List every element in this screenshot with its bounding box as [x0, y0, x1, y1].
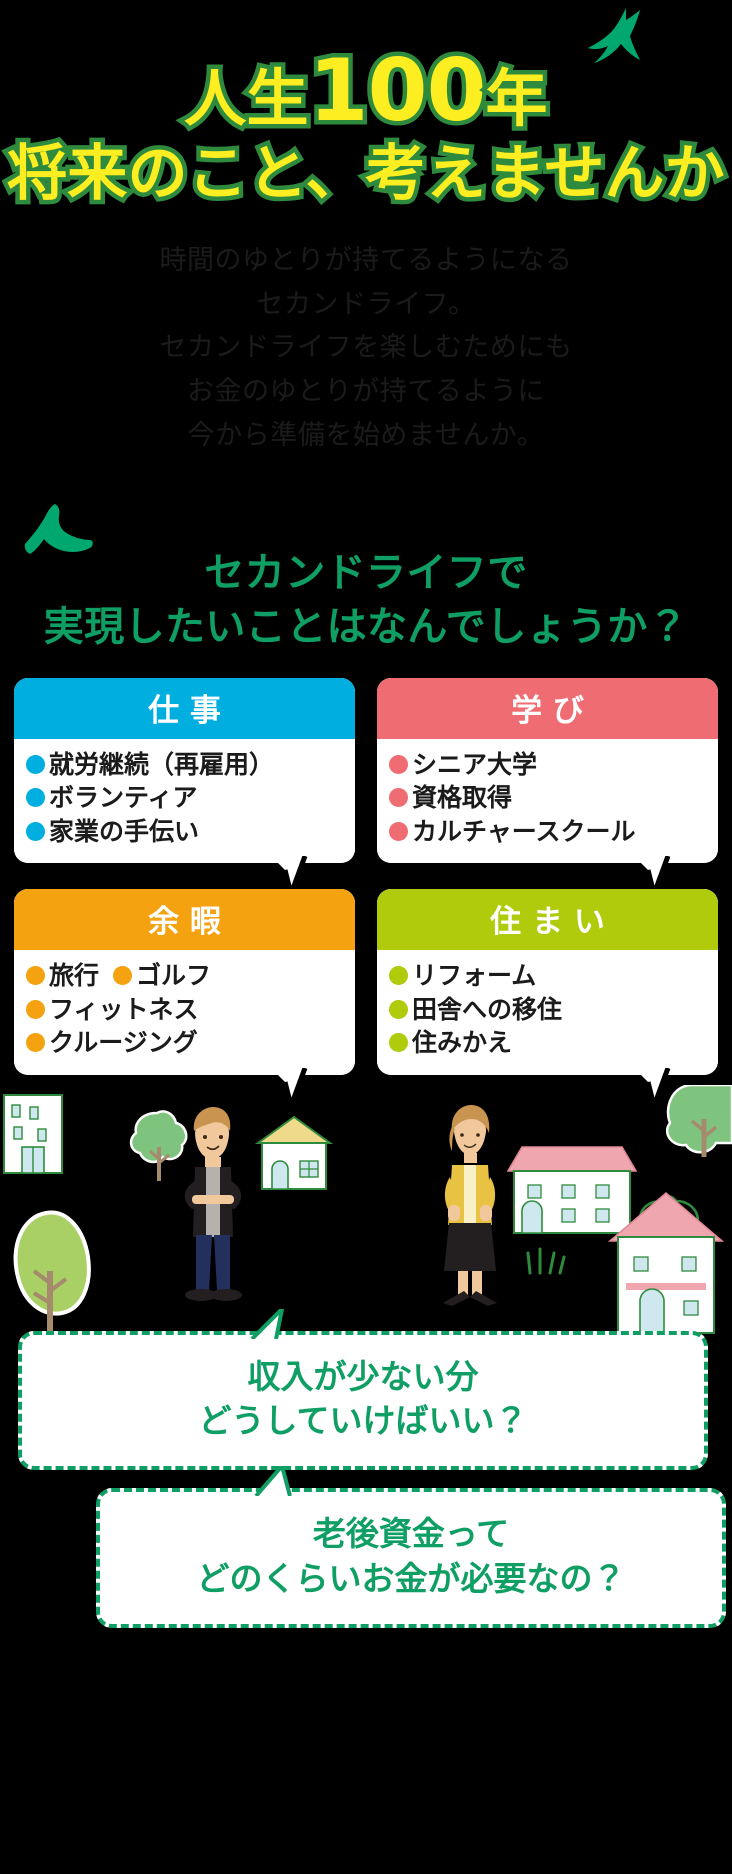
- bullet-dot-icon: [26, 1033, 45, 1053]
- list-item: 旅行 ゴルフ: [26, 960, 347, 992]
- hero-title-line2: 将来のこと、考えませんか: [3, 138, 730, 209]
- category-card-housing[interactable]: 住まい リフォーム 田舎への移住 住みかえ: [377, 889, 718, 1106]
- bubble-line: 収入が少ない分: [247, 1356, 479, 1396]
- bullet-dot-icon: [26, 999, 45, 1019]
- green-question-section: セカンドライフで 実現したいことはなんでしょうか？: [0, 498, 732, 654]
- category-card-work[interactable]: 仕事 就労継続（再雇用） ボランティア 家業の手伝い: [14, 677, 355, 895]
- list-item-label: 家業の手伝い: [49, 816, 200, 846]
- lead-paragraph: 時間のゆとりが持てるようになる セカンドライフ。 セカンドライフを楽しむためにも…: [46, 239, 686, 458]
- grass-icon: [526, 1247, 566, 1275]
- bullet-dot-icon: [113, 966, 133, 986]
- bubble-line: どうしていけばいい？: [198, 1401, 528, 1441]
- lead-line: セカンドライフを楽しむためにも: [159, 332, 573, 364]
- city-scene-illustration: [0, 1084, 732, 1335]
- card-list-work: 就労継続（再雇用） ボランティア 家業の手伝い: [26, 749, 347, 848]
- bullet-dot-icon: [26, 788, 45, 808]
- card-header-housing: 住まい: [377, 889, 718, 951]
- list-item: シニア大学: [389, 749, 710, 781]
- tree-icon: [13, 1210, 91, 1335]
- green-question-text: セカンドライフで 実現したいことはなんでしょうか？: [0, 498, 732, 654]
- list-item: カルチャースクール: [389, 816, 710, 848]
- bullet-dot-icon: [389, 966, 408, 986]
- tree-icon: [129, 1109, 188, 1181]
- category-card-learning[interactable]: 学び シニア大学 資格取得 カルチャースクール: [377, 677, 718, 895]
- list-item-label: 住みかえ: [412, 1028, 513, 1058]
- hero-title-line1: 人生100年: [180, 41, 552, 141]
- category-card-grid: 仕事 就労継続（再雇用） ボランティア 家業の手伝い 学び: [0, 677, 732, 1106]
- list-item-label: 資格取得: [412, 783, 513, 813]
- list-item: 家業の手伝い: [26, 816, 347, 848]
- speech-tail-icon: [254, 1466, 292, 1497]
- list-item: 田舎への移住: [389, 994, 710, 1026]
- card-header-learning: 学び: [377, 677, 718, 739]
- lead-line: 今から準備を始めませんか。: [187, 419, 545, 451]
- card-list-learning: シニア大学 資格取得 カルチャースクール: [389, 749, 710, 848]
- list-item-label: 就労継続（再雇用）: [49, 749, 275, 779]
- bullet-dot-icon: [389, 754, 408, 774]
- man-figure-icon: [184, 1106, 242, 1301]
- house-icon: [506, 1145, 638, 1234]
- list-item-label: フィットネス: [49, 994, 199, 1024]
- list-item: 住みかえ: [389, 1027, 710, 1059]
- list-item: 資格取得: [389, 782, 710, 814]
- bullet-dot-icon: [389, 821, 408, 841]
- tree-icon: [665, 1084, 732, 1157]
- category-card-leisure[interactable]: 余暇 旅行 ゴルフ フィットネス クルージング: [14, 889, 355, 1106]
- apartment-building-icon: [3, 1093, 63, 1174]
- list-item-label: カルチャースクール: [412, 816, 636, 846]
- speech-tail-icon: [250, 1308, 285, 1339]
- list-item-label: 旅行: [49, 961, 100, 991]
- list-item: フィットネス: [26, 994, 347, 1026]
- bullet-dot-icon: [26, 821, 45, 841]
- page-title: 人生100年 将来のこと、考えませんか: [0, 41, 732, 209]
- card-header-work: 仕事: [14, 677, 355, 739]
- card-list-housing: リフォーム 田舎への移住 住みかえ: [389, 960, 710, 1059]
- list-item-label: ゴルフ: [136, 961, 212, 991]
- woman-figure-icon: [443, 1104, 497, 1306]
- list-item: クルージング: [26, 1027, 347, 1059]
- lead-line: セカンドライフ。: [256, 288, 476, 320]
- list-item-label: リフォーム: [412, 961, 537, 991]
- list-item: ボランティア: [26, 782, 347, 814]
- bullet-dot-icon: [389, 788, 408, 808]
- bullet-dot-icon: [389, 999, 408, 1019]
- list-item: 就労継続（再雇用）: [26, 749, 347, 781]
- bullet-dot-icon: [389, 1033, 408, 1053]
- bullet-dot-icon: [26, 754, 45, 774]
- bird-icon: [24, 503, 93, 554]
- green-question-line: 実現したいことはなんでしょうか？: [43, 603, 689, 650]
- house-icon: [254, 1115, 334, 1190]
- house-icon: [607, 1191, 725, 1334]
- list-item-label: 田舎への移住: [412, 994, 563, 1024]
- question-bubble-retirement-funds[interactable]: 老後資金って どのくらいお金が必要なの？: [96, 1466, 726, 1629]
- card-list-leisure: 旅行 ゴルフ フィットネス クルージング: [26, 960, 347, 1059]
- hero-section: 人生100年 将来のこと、考えませんか: [0, 0, 732, 209]
- list-item-label: クルージング: [49, 1028, 198, 1058]
- question-bubble-income[interactable]: 収入が少ない分 どうしていけばいい？: [18, 1308, 708, 1471]
- bird-icon: [588, 8, 640, 63]
- question-bubbles: 収入が少ない分 どうしていけばいい？ 老後資金って どのくらいお金が必要なの？: [0, 1308, 732, 1629]
- bullet-dot-icon: [26, 966, 45, 986]
- list-item-label: シニア大学: [412, 749, 538, 779]
- list-item: リフォーム: [389, 960, 710, 992]
- card-header-leisure: 余暇: [14, 889, 355, 951]
- bubble-line: 老後資金って: [312, 1514, 510, 1554]
- bubble-line: どのくらいお金が必要なの？: [196, 1559, 626, 1599]
- list-item-label: ボランティア: [49, 783, 198, 813]
- lead-line: 時間のゆとりが持てるようになる: [159, 244, 573, 276]
- lead-line: お金のゆとりが持てるように: [186, 376, 546, 408]
- green-question-line: セカンドライフで: [204, 549, 528, 596]
